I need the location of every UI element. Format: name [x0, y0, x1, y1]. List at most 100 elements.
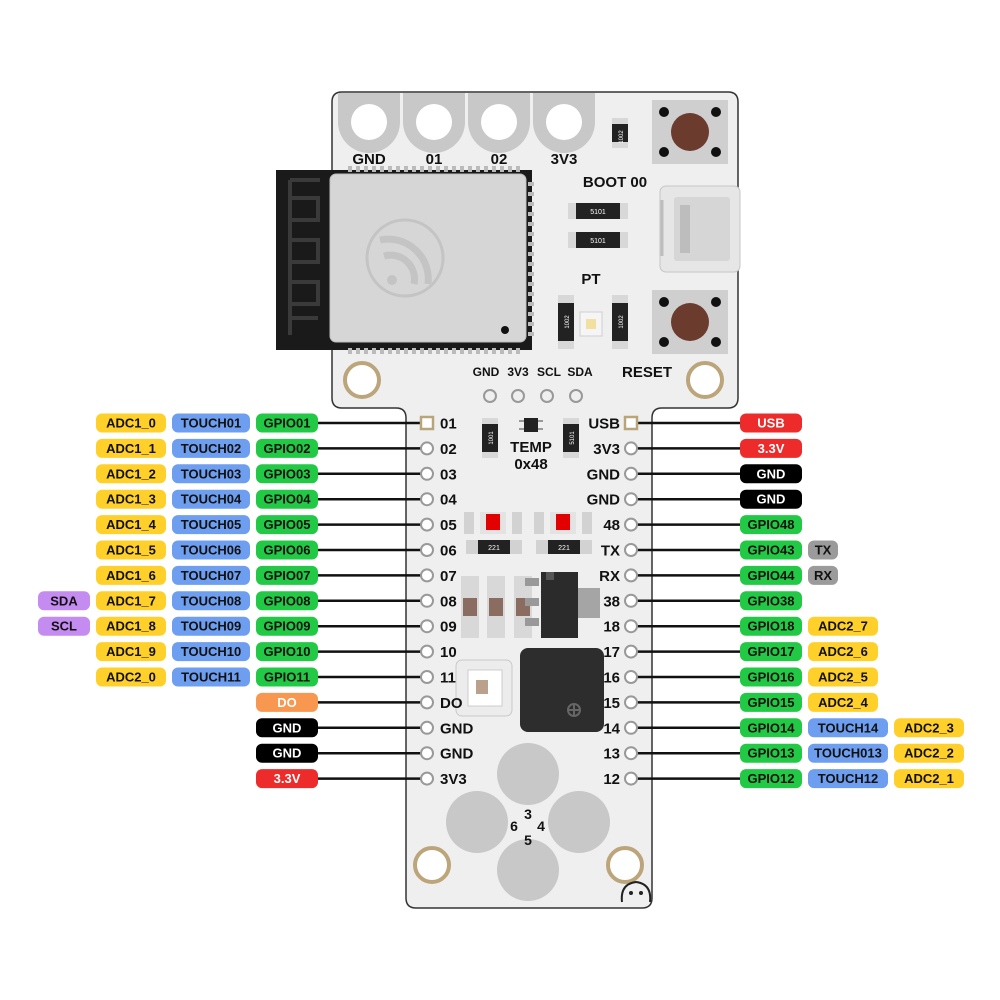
label-pill — [256, 642, 318, 662]
left-pin-1-label-adc1-1: ADC1_1 — [96, 438, 166, 458]
label-text: ADC2_4 — [818, 695, 869, 710]
left-pin-pad — [420, 593, 434, 608]
right-pin-pad — [624, 568, 638, 583]
label-text: ADC2_0 — [106, 670, 156, 685]
label-text: GPIO07 — [264, 568, 311, 583]
label-text: RX — [814, 568, 832, 583]
label-text: ADC1_3 — [106, 492, 156, 507]
left-pin-5-label-adc1-5: ADC1_5 — [96, 540, 166, 560]
label-pill — [808, 667, 878, 687]
label-pill — [256, 515, 318, 535]
label-text: TOUCH04 — [181, 492, 242, 507]
label-pill — [256, 565, 318, 585]
right-pin-name: 38 — [603, 593, 620, 610]
top-pad-label-01: 01 — [426, 151, 443, 168]
label-text: GND — [273, 720, 302, 735]
left-pin-8-label-scl: SCL — [38, 616, 90, 636]
label-text: GPIO17 — [748, 644, 795, 659]
label-pill — [256, 413, 318, 433]
resistor-r7-code: 5101 — [570, 431, 576, 445]
right-pin-name: 48 — [603, 517, 620, 534]
label-pill — [172, 642, 250, 662]
i2c-label-sda: SDA — [567, 365, 593, 379]
right-pin-pad — [624, 593, 638, 608]
left-pin-2-label-adc1-2: ADC1_2 — [96, 464, 166, 484]
resistor-r5-code: 1002 — [619, 315, 625, 329]
label-pill — [172, 616, 250, 636]
label-pill — [808, 565, 838, 585]
label-text: 3.3V — [274, 771, 301, 786]
label-text: USB — [757, 416, 784, 431]
pt-label: PT — [581, 271, 600, 288]
left-pin-0-label-touch01: TOUCH01 — [172, 413, 250, 433]
label-pill — [172, 515, 250, 535]
label-pill — [172, 667, 250, 687]
left-pin-0-label-adc1-0: ADC1_0 — [96, 413, 166, 433]
label-text: ADC2_6 — [818, 644, 868, 659]
label-pill — [740, 464, 802, 484]
right-pin-pad — [624, 670, 638, 684]
label-pill — [172, 540, 250, 560]
label-pill — [256, 464, 318, 484]
left-pin-9-label-adc1-9: ADC1_9 — [96, 642, 166, 662]
right-pin-name: 17 — [603, 644, 620, 661]
left-pin-5-label-touch06: TOUCH06 — [172, 540, 250, 560]
label-pill — [96, 413, 166, 433]
label-text: ADC1_1 — [106, 441, 156, 456]
right-pin-pad — [624, 771, 638, 786]
label-text: GPIO06 — [264, 543, 311, 558]
label-pill — [808, 743, 888, 763]
resistor-r2-code: 5101 — [590, 209, 606, 216]
label-text: TOUCH09 — [181, 619, 241, 634]
label-text: GPIO38 — [748, 593, 795, 608]
label-pill — [96, 616, 166, 636]
touch-pad-label-5: 5 — [524, 832, 532, 848]
right-pin-12-label-adc2-3: ADC2_3 — [894, 718, 964, 738]
label-text: GPIO05 — [264, 517, 311, 532]
label-text: GPIO01 — [264, 416, 311, 431]
left-pin-4-label-adc1-4: ADC1_4 — [96, 515, 166, 535]
right-pin-11-label-adc2-4: ADC2_4 — [808, 692, 878, 712]
left-pin-pad — [420, 720, 434, 735]
left-pin-name: 3V3 — [440, 771, 467, 788]
esp32-module — [276, 166, 534, 354]
left-pin-7-label-gpio08: GPIO08 — [256, 591, 318, 611]
label-text: GND — [757, 492, 786, 507]
label-text: ADC1_7 — [106, 593, 156, 608]
left-pin-9-label-touch10: TOUCH10 — [172, 642, 250, 662]
left-pin-3-label-adc1-3: ADC1_3 — [96, 489, 166, 509]
right-pin-5-label-tx: TX — [808, 540, 838, 560]
label-text: ADC2_7 — [818, 619, 868, 634]
right-pin-4-label-gpio48: GPIO48 — [740, 515, 802, 535]
right-pin-12-label-gpio14: GPIO14 — [740, 718, 802, 738]
right-pin-5-label-gpio43: GPIO43 — [740, 540, 802, 560]
top-pad-label-3v3: 3V3 — [551, 151, 578, 168]
top-pad-label-02: 02 — [491, 151, 508, 168]
left-pin-pad — [420, 644, 434, 659]
left-pin-name: 10 — [440, 644, 457, 661]
left-pin-3-label-gpio04: GPIO04 — [256, 489, 318, 509]
left-pin-14-label-3-3v: 3.3V — [256, 769, 318, 789]
resistor-r1: 1002 — [612, 118, 628, 148]
left-pin-12-label-gnd: GND — [256, 718, 318, 738]
left-pin-11-label-do: DO — [256, 692, 318, 712]
left-pin-name: 05 — [440, 517, 457, 534]
right-pin-pad — [624, 492, 638, 507]
left-pin-name: 06 — [440, 543, 457, 560]
touch-pad-label-3: 3 — [524, 806, 532, 822]
label-text: GPIO44 — [748, 568, 796, 583]
right-pin-6-label-gpio44: GPIO44 — [740, 565, 802, 585]
left-pin-6-label-gpio07: GPIO07 — [256, 565, 318, 585]
left-pin-7-label-adc1-7: ADC1_7 — [96, 591, 166, 611]
top-pad-01-hole — [416, 104, 452, 140]
top-resistors: 1002 5101 5101 1002 1002 PT — [558, 118, 628, 349]
label-text: GPIO04 — [264, 492, 312, 507]
left-pin-2-label-touch03: TOUCH03 — [172, 464, 250, 484]
